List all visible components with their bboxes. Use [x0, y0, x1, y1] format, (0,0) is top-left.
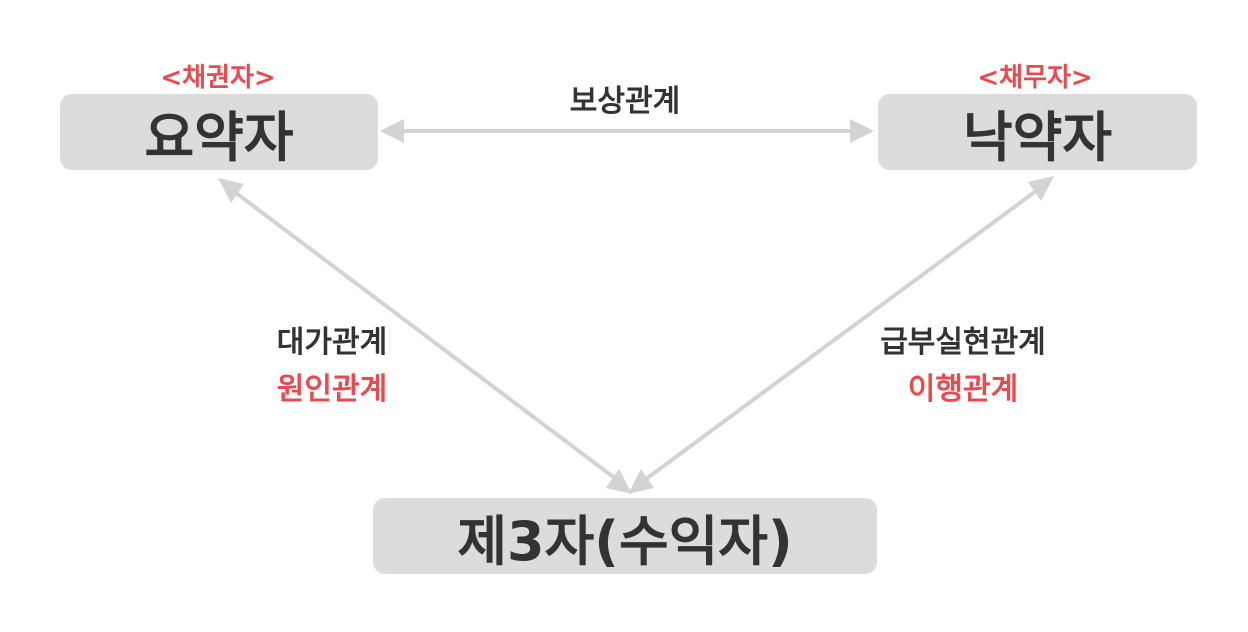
value-arrowhead-top: [218, 178, 244, 203]
benefit-arrowhead-bottom: [628, 469, 654, 494]
value-relation-label: 대가관계: [276, 325, 388, 360]
coverage-relation-label: 보상관계: [569, 84, 681, 119]
promisor-node: 요약자: [60, 94, 378, 170]
value-arrowhead-bottom: [606, 469, 632, 494]
third-party-label: 제3자(수익자): [457, 509, 793, 573]
third-party-node: 제3자(수익자): [373, 498, 877, 574]
promisor-label: 요약자: [144, 105, 294, 169]
benefit-relation-label: 급부실현관계: [880, 325, 1046, 360]
creditor-role-label: <채권자>: [160, 63, 276, 93]
promisee-node: 낙약자: [878, 94, 1197, 170]
value-arrow: [230, 188, 622, 484]
cause-relation-label: 원인관계: [276, 372, 388, 407]
coverage-arrowhead-left: [380, 119, 404, 143]
promisee-label: 낙약자: [962, 105, 1113, 169]
execution-relation-label: 이행관계: [907, 372, 1019, 407]
benefit-arrowhead-top: [1028, 176, 1054, 201]
coverage-arrowhead-right: [850, 119, 874, 143]
benefit-arrow: [640, 186, 1042, 484]
debtor-role-label: <채무자>: [977, 63, 1093, 93]
